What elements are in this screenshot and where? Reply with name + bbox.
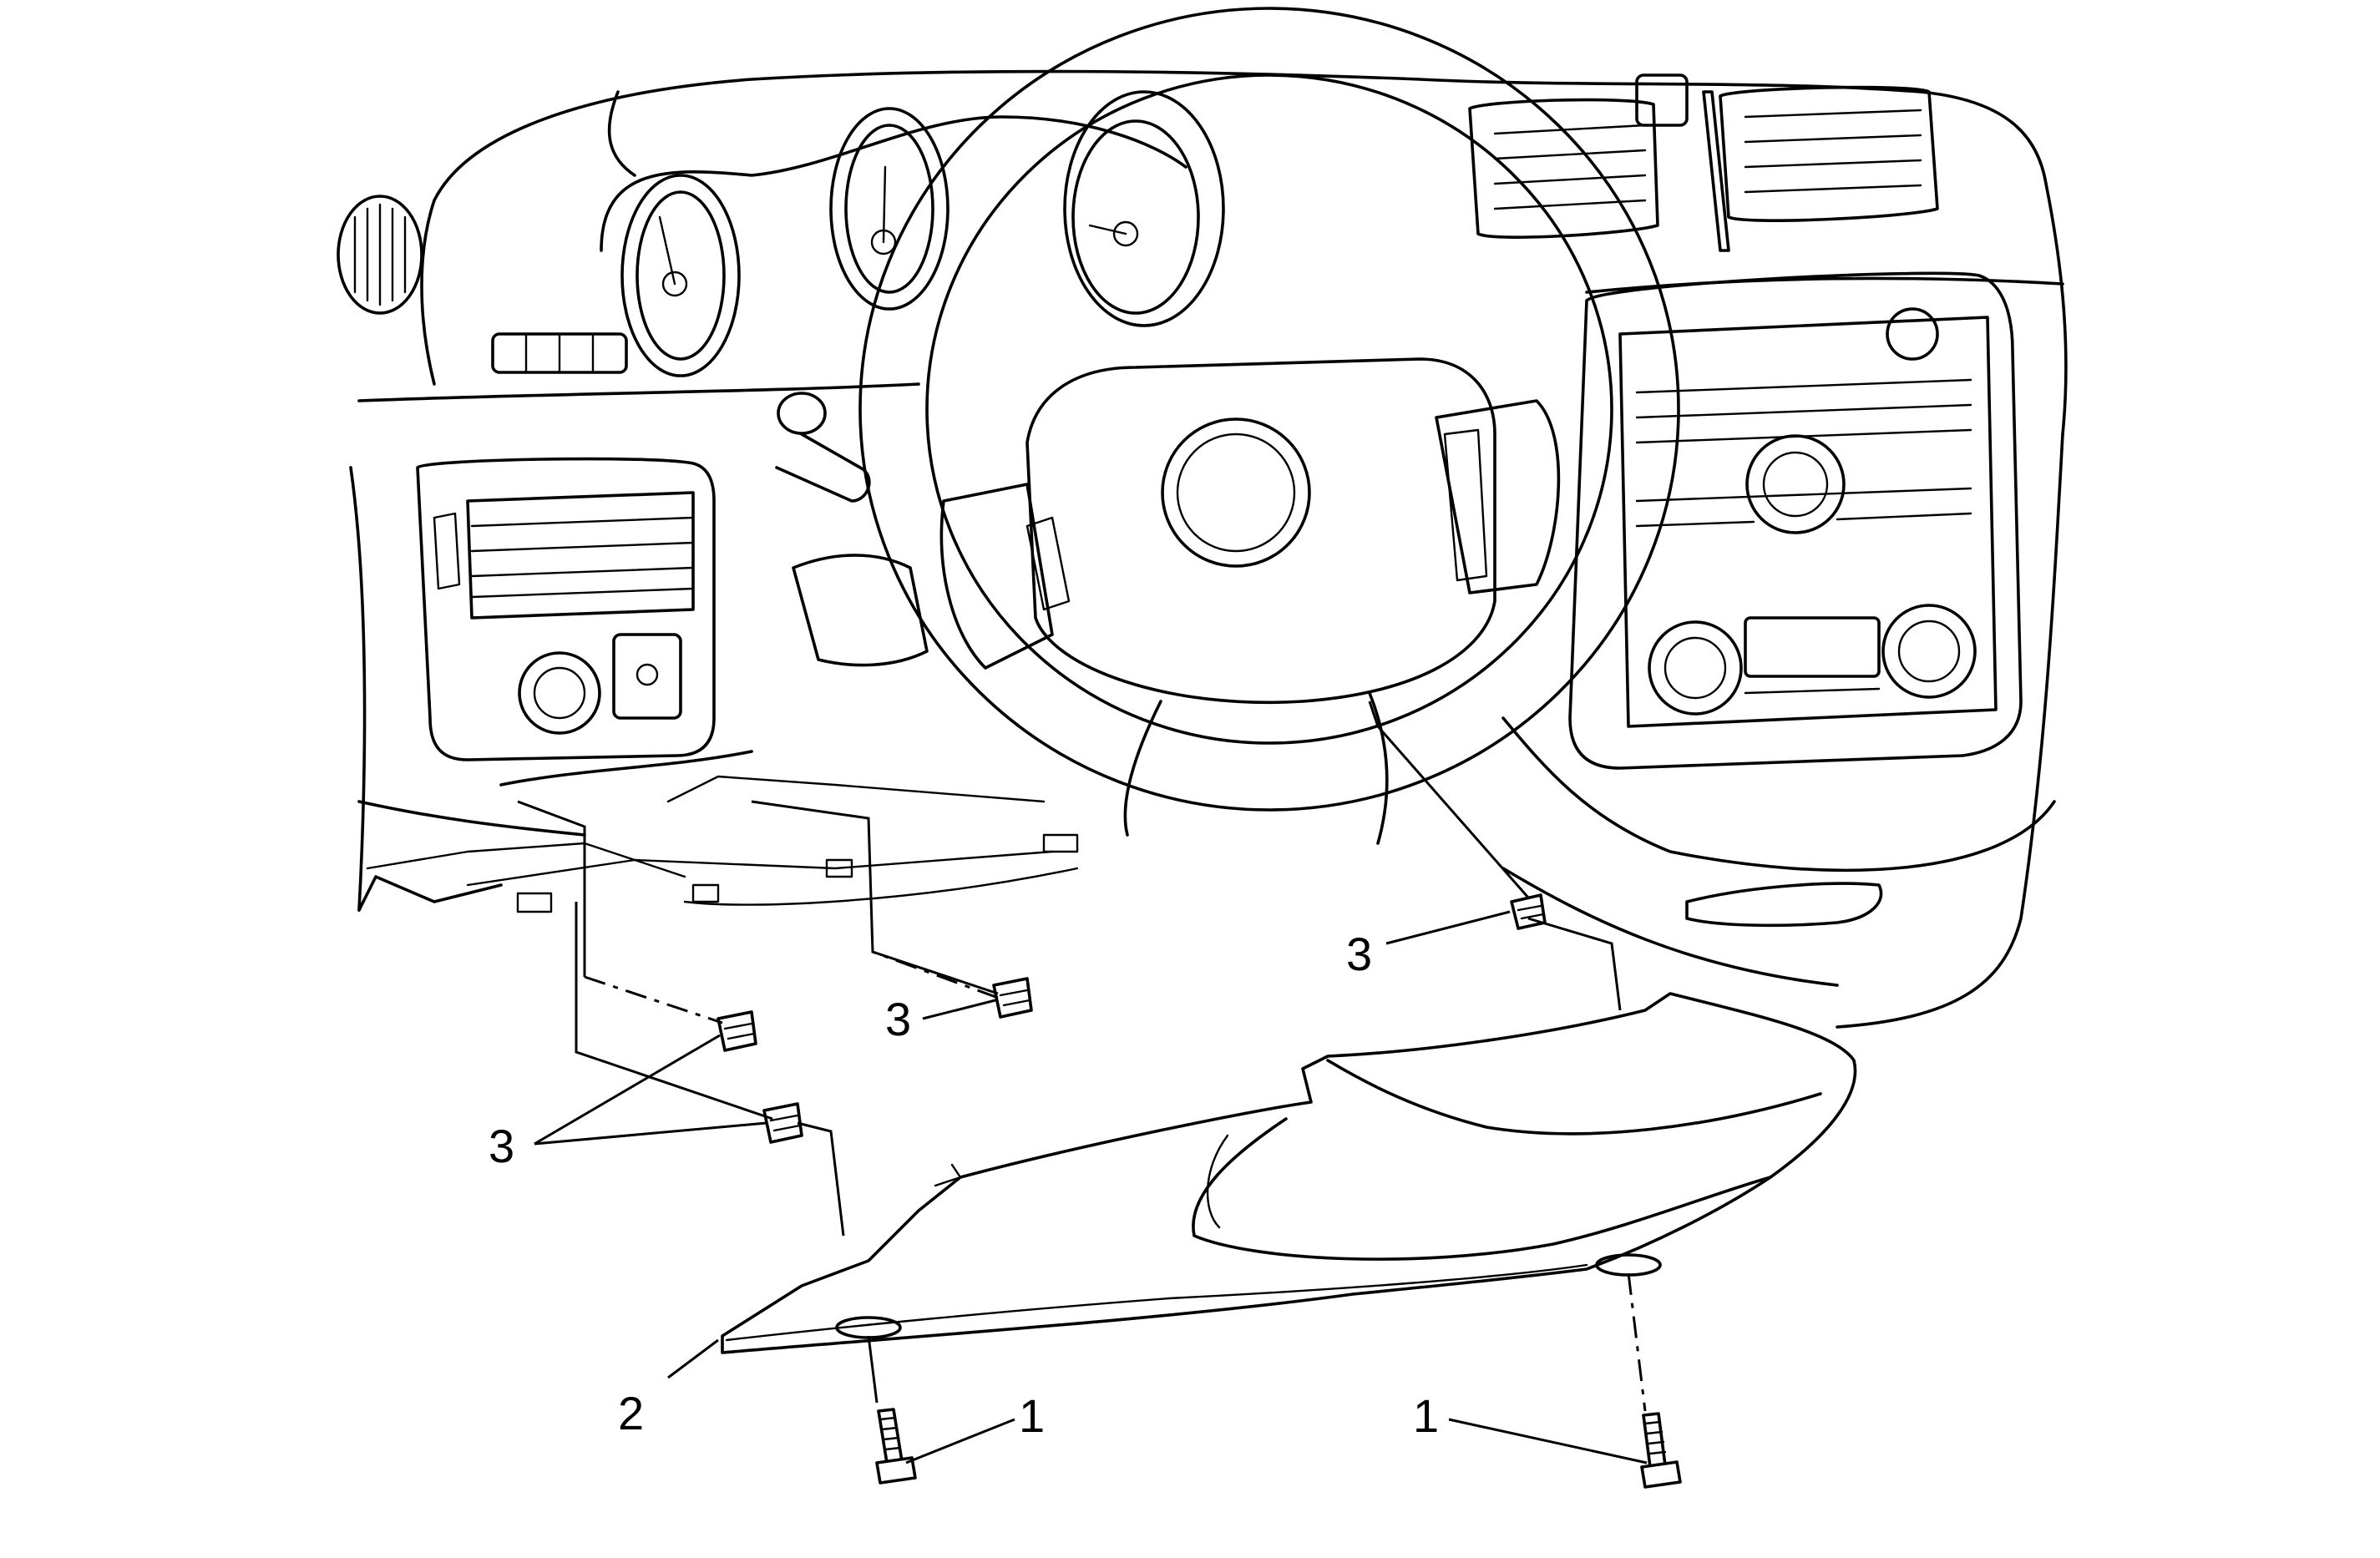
center-stack: [1468, 73, 2064, 1029]
callout-bolt-right: 1: [1413, 1389, 1439, 1442]
steering-wheel: [858, 7, 1680, 845]
switch-bank: [491, 332, 628, 374]
callout-clip-right: 3: [1346, 928, 1372, 980]
bolt-right: [1640, 1412, 1682, 1489]
lower-dash-left: [349, 466, 1079, 913]
retainer-clip-pair-upper: [717, 1010, 757, 1052]
retainer-clip-pair-lower: [762, 1102, 803, 1144]
instrument-cluster: [600, 90, 1225, 377]
callout-clip-center: 3: [885, 993, 911, 1045]
driver-side-vent: [416, 457, 716, 761]
retainer-clip-right: [1510, 893, 1547, 930]
bolt-left: [875, 1408, 917, 1485]
callout-trim-panel: 2: [618, 1387, 644, 1439]
column-stalk: [775, 392, 929, 667]
retainer-clip-center: [992, 977, 1033, 1019]
callout-bolt-left: 1: [1019, 1389, 1045, 1442]
callout-leaders: [534, 910, 1648, 1464]
callout-clip-pair: 3: [489, 1120, 514, 1172]
alignment-lines: [517, 701, 1647, 1412]
knee-bolster-panel: [721, 992, 1857, 1354]
left-side-vent: [337, 195, 423, 315]
